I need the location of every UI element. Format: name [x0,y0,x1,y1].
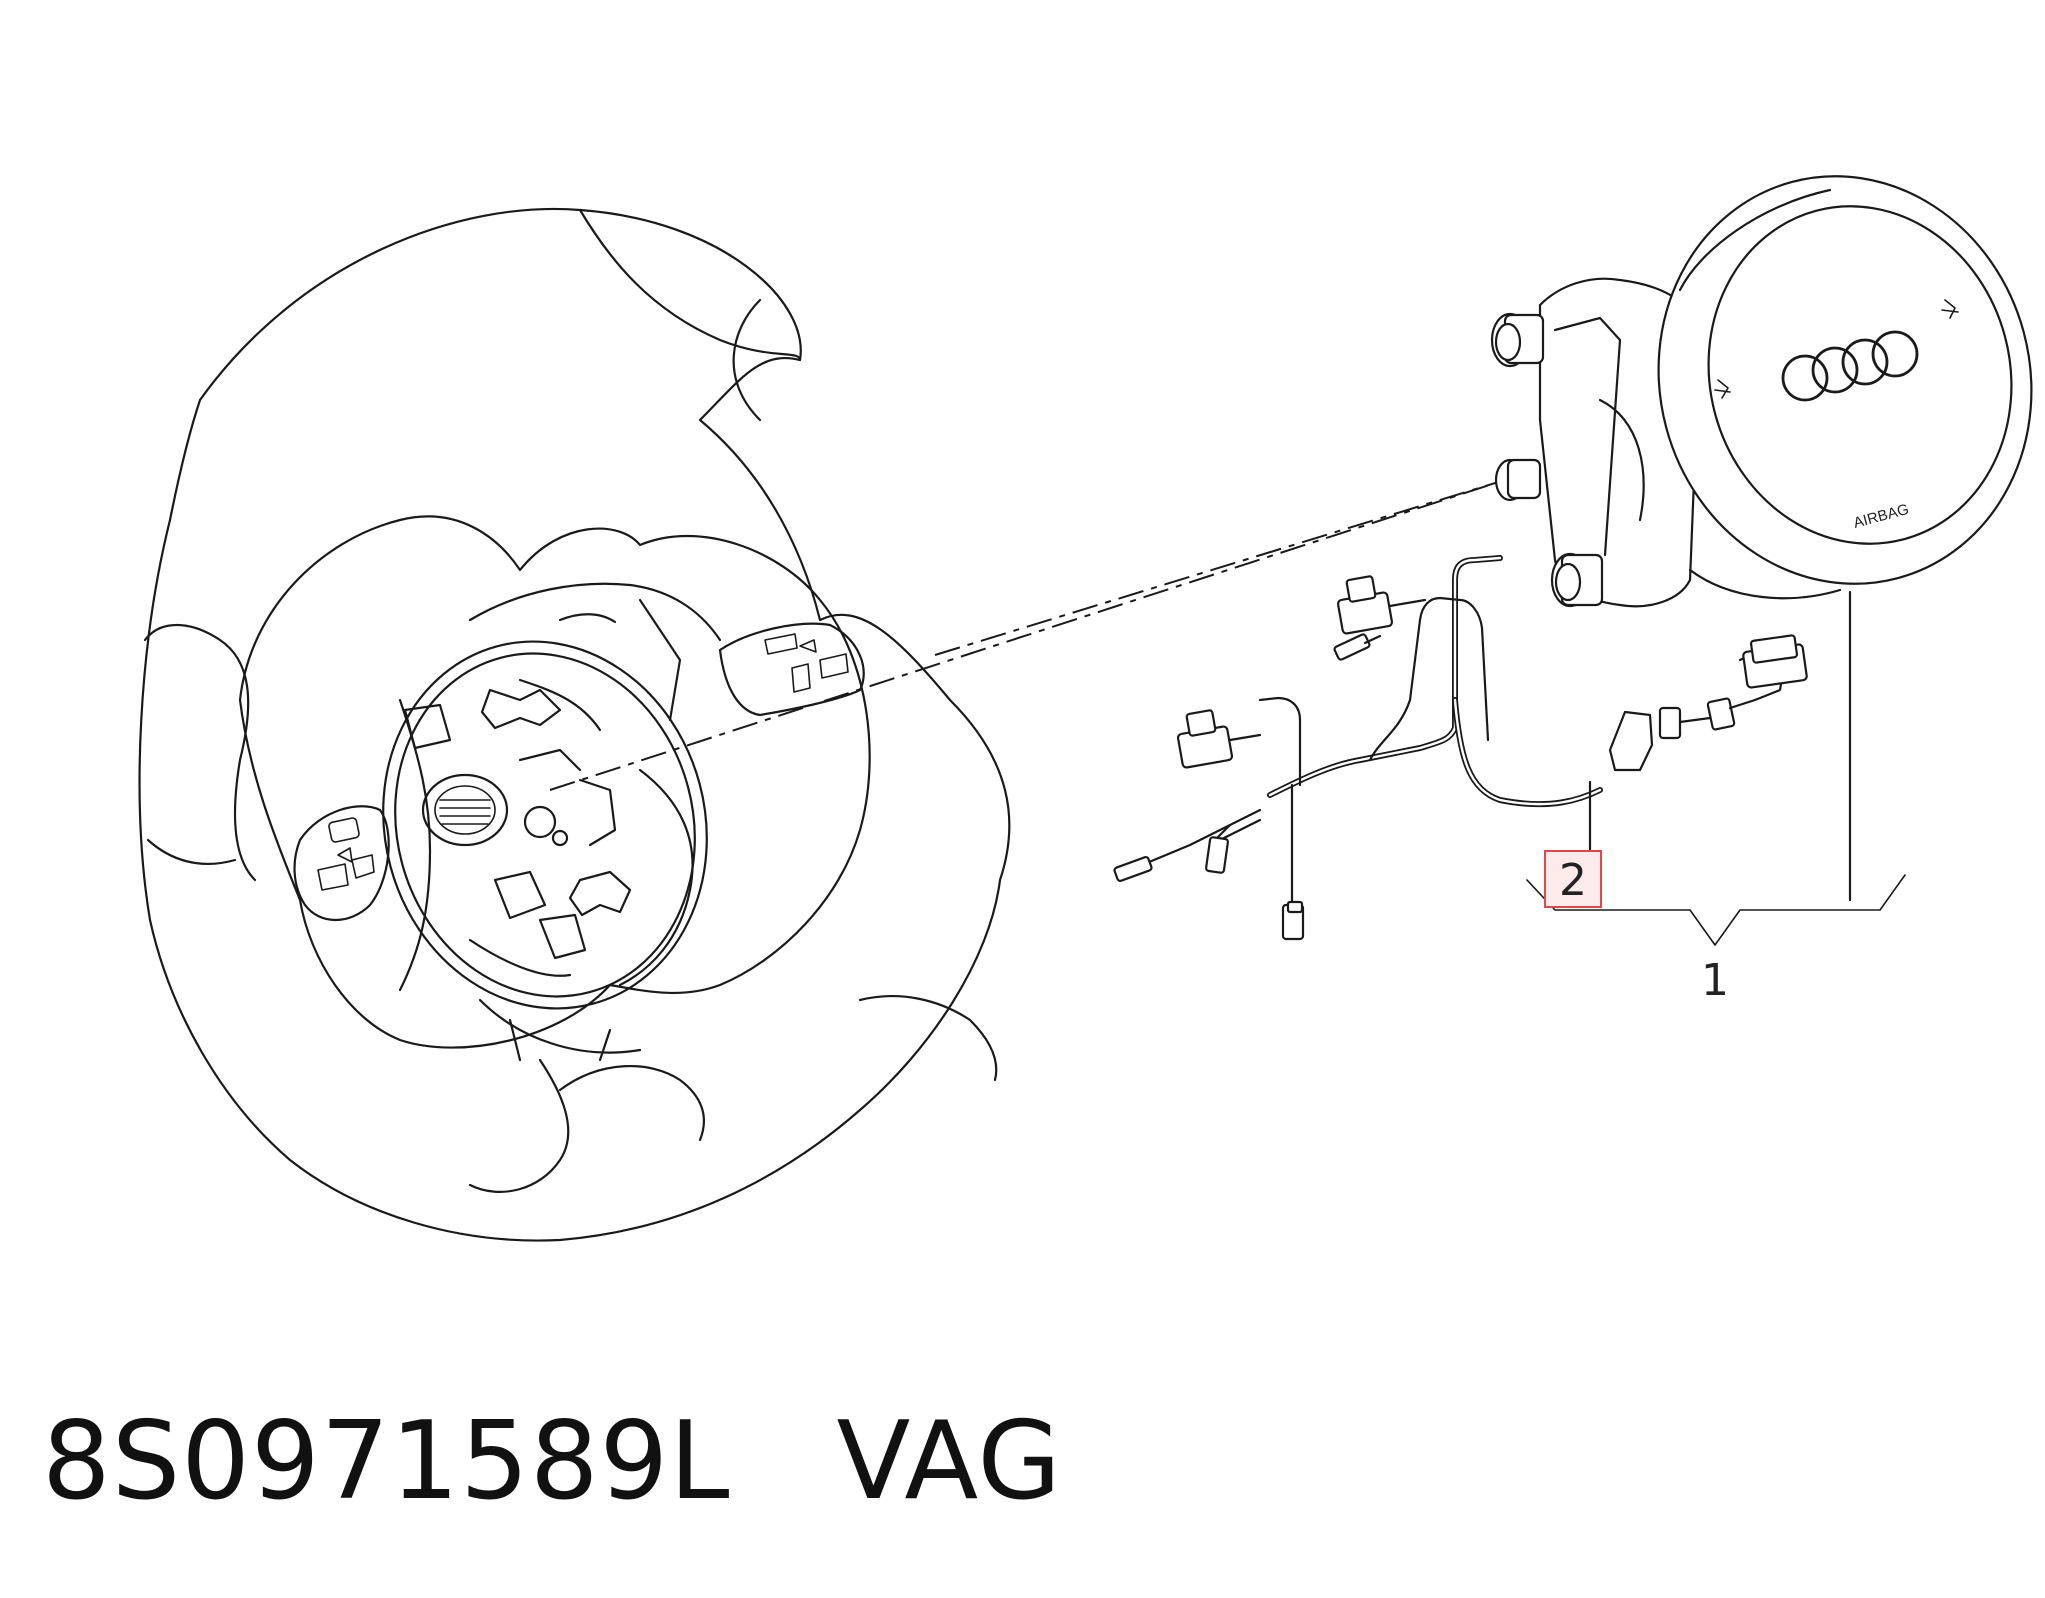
part-number: 8S0971589L [42,1399,731,1524]
callout-item-1[interactable]: 1 [1701,955,1729,1006]
assembly-leader-lines [549,479,1506,791]
wiring-harness [1113,555,1808,941]
plug-small-top [1333,633,1382,661]
plug-small-bottom [1281,900,1305,941]
callout-label-1: 1 [1701,955,1729,1006]
brand-name: VAG [836,1399,1063,1524]
plug-small-mid [1205,836,1229,874]
callout-label-2: 2 [1559,855,1587,906]
part-number-caption: 8S0971589L VAG [42,1408,1062,1516]
callout-leaders [1526,590,1906,946]
highlight-marker [1544,850,1602,908]
connector-top [1336,575,1427,635]
brand-rings-logo [1781,330,1919,402]
connector-right [1608,634,1808,772]
steering-wheel [138,207,1011,1242]
callout-item-2[interactable]: 2 [1544,850,1602,908]
connector-left [1176,709,1262,769]
plug-small-left [1113,856,1153,882]
airbag-module: AIRBAG [1490,175,2033,608]
